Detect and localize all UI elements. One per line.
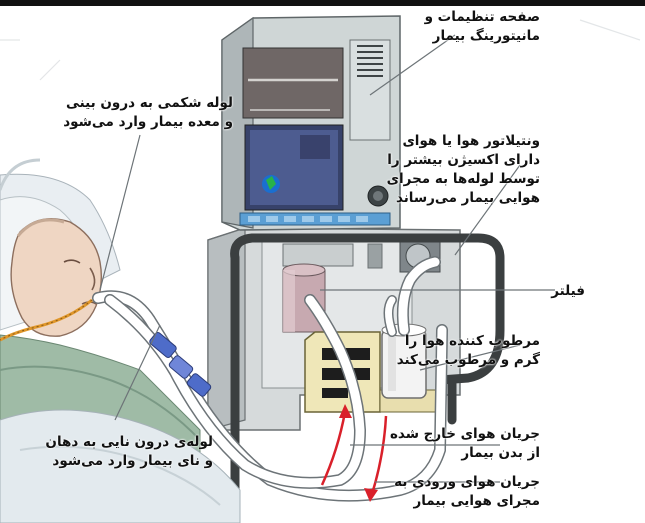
label-endotracheal-tube: لوله‌ی درون نایی به دهان و نای بیمار وار… [45, 433, 213, 471]
label-inhaled-flow: جریان هوای ورودی به مجرای هوایی بیمار [394, 473, 540, 511]
monitor-unit [222, 16, 400, 230]
label-ventilator: ونتیلاتور هوا یا هوای دارای اکسیژن بیشتر… [387, 132, 540, 208]
label-settings-panel: صفحه تنظیمات و مانیتورینگ بیمار [425, 8, 540, 46]
label-nasogastric-tube: لوله شکمی به درون بینی و معده بیمار وارد… [63, 94, 233, 132]
label-exhaled-flow: جریان هوای خارج شده از بدن بیمار [390, 425, 540, 463]
label-filter: فیلتر [551, 282, 585, 301]
label-humidifier: مرطوب کننده هوا را گرم و مرطوب می‌کند [397, 332, 540, 370]
top-border [0, 0, 645, 6]
